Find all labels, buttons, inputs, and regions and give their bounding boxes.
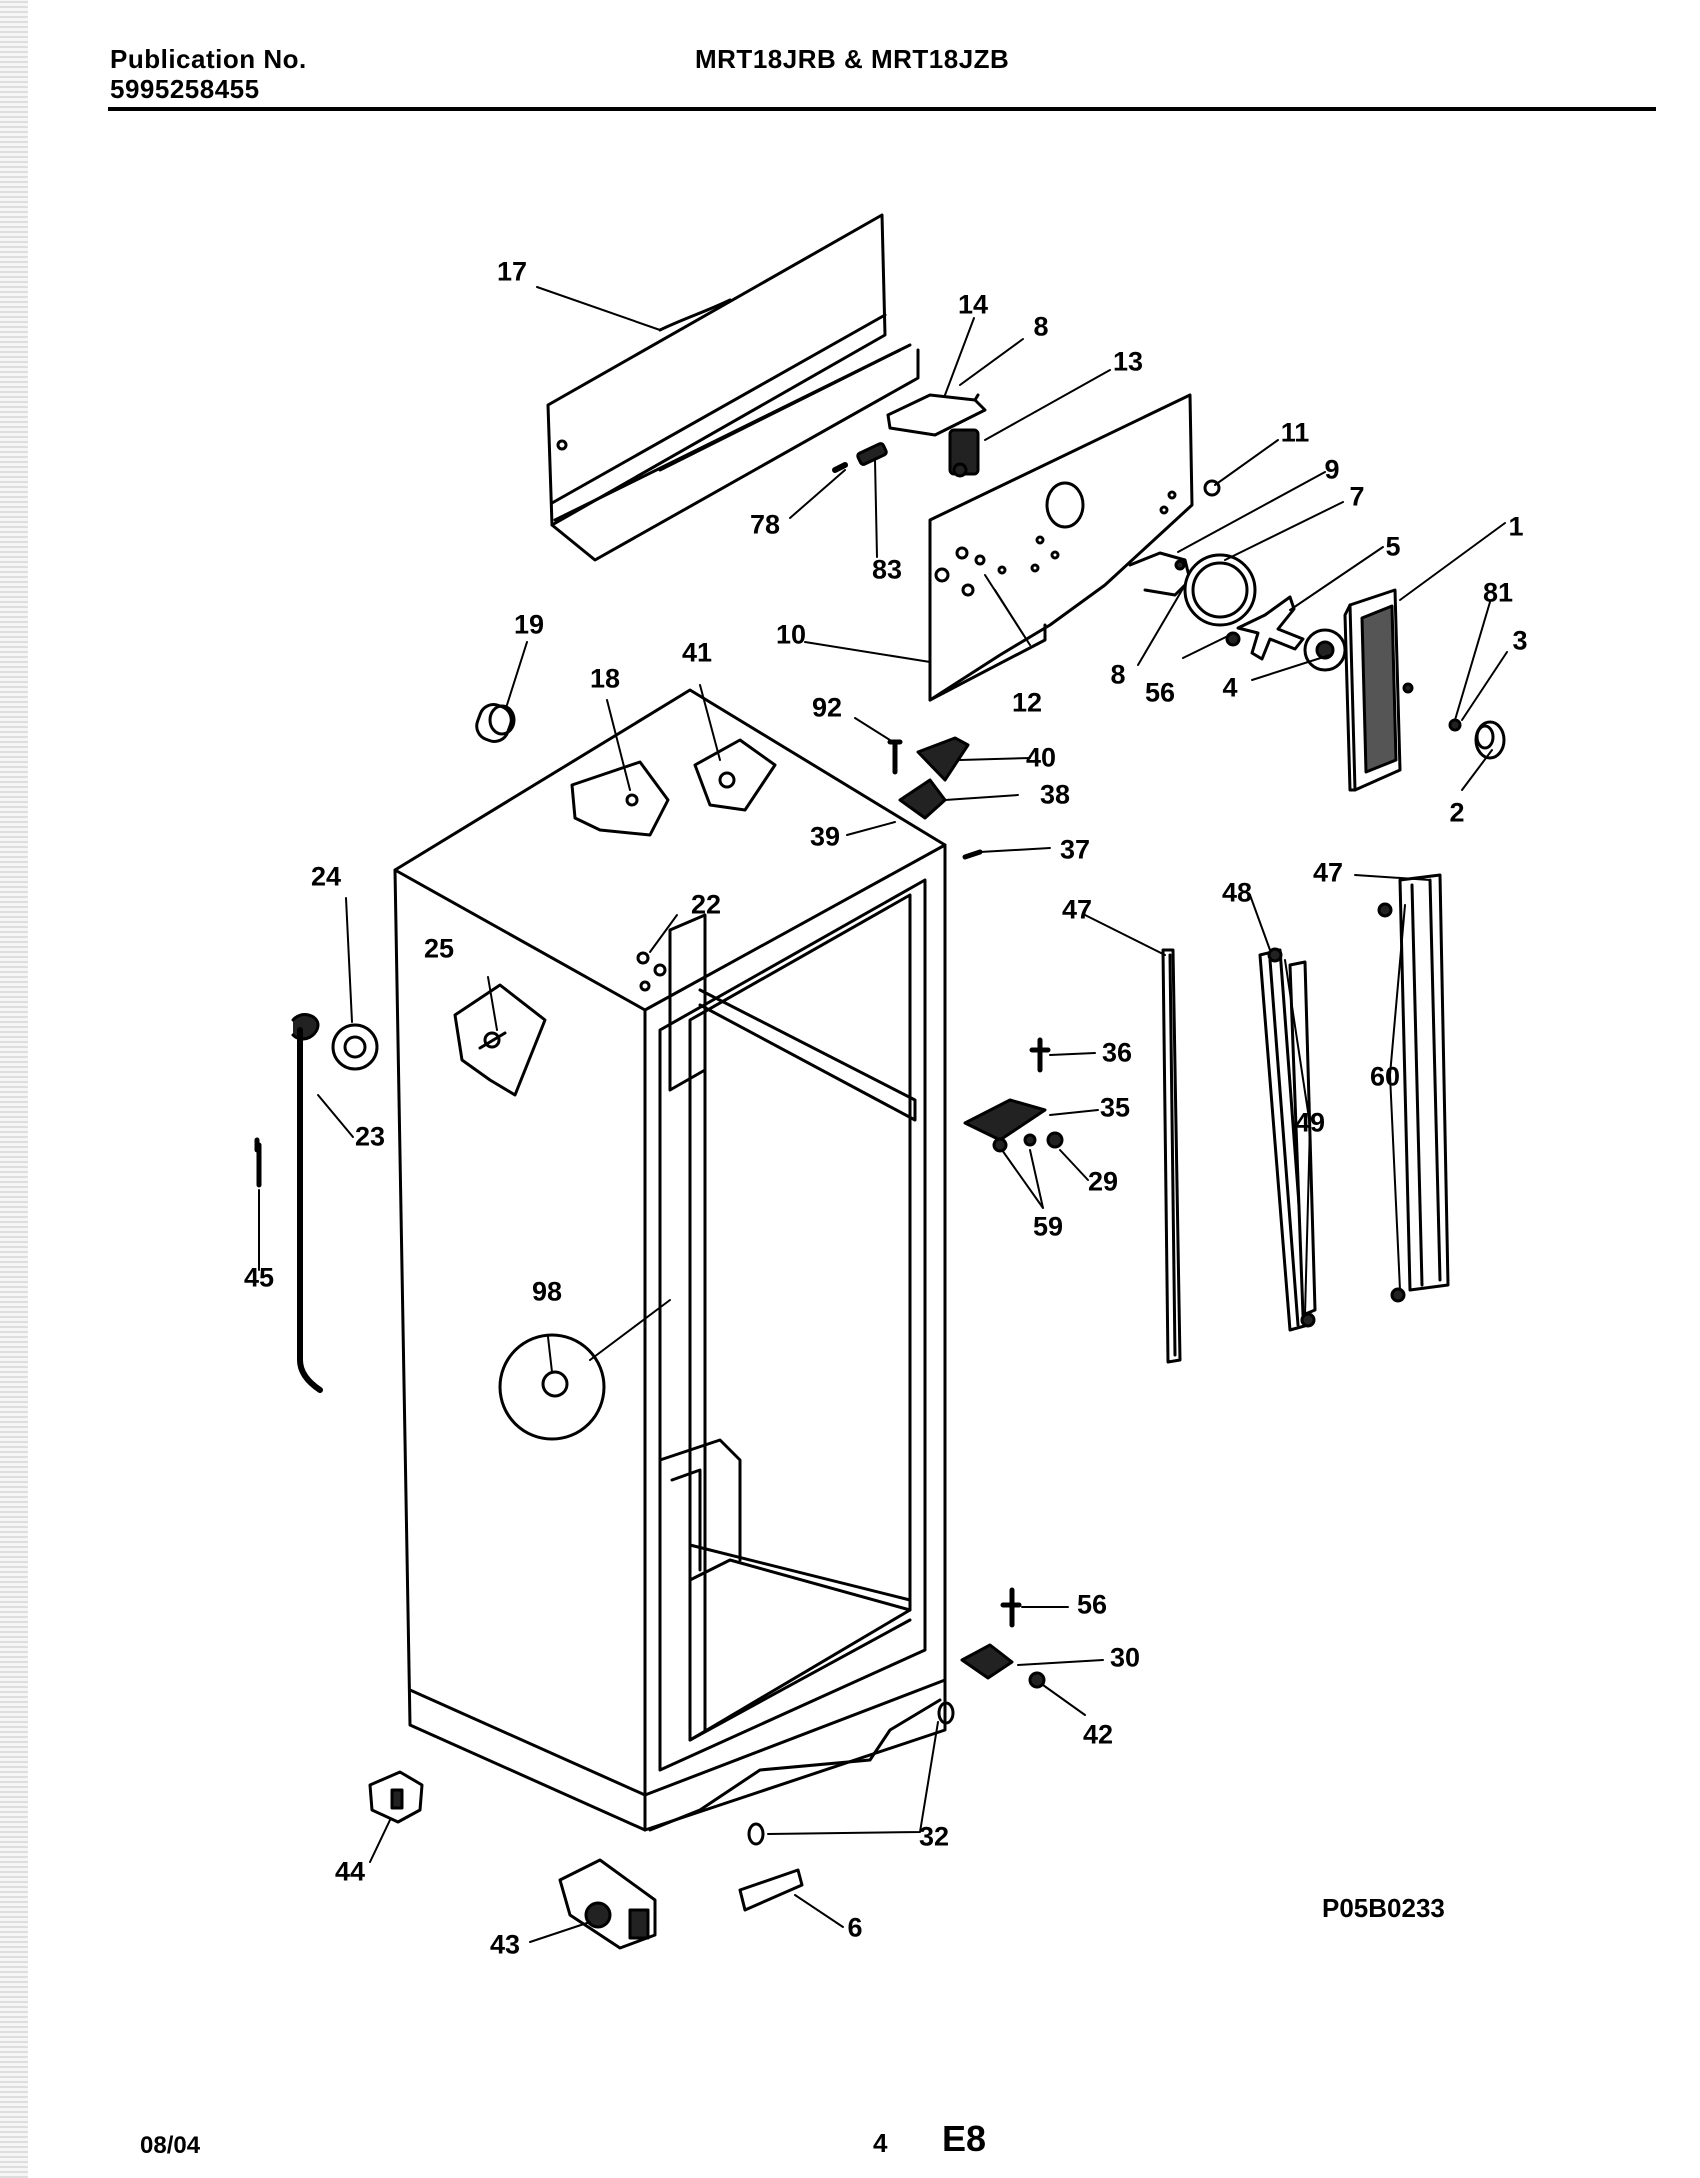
callout-32: 32: [918, 1821, 950, 1852]
top-patch-right: [695, 740, 775, 810]
hinge-30: [962, 1645, 1012, 1678]
hinge-38: [900, 780, 945, 818]
top-screws: [638, 953, 665, 990]
knob-2: [1476, 722, 1504, 758]
callout-22: 22: [690, 889, 722, 920]
spacer-19: [473, 701, 515, 746]
callout-6: 6: [847, 1912, 863, 1943]
toe-grille-6: [740, 1870, 802, 1910]
callout-60: 60: [1369, 1061, 1401, 1092]
callout-48: 48: [1221, 877, 1253, 908]
screw-37: [965, 852, 980, 857]
callout-1: 1: [1508, 511, 1524, 542]
callout-83: 83: [871, 554, 903, 585]
callout-43: 43: [489, 1929, 521, 1960]
screw-42: [1030, 1673, 1044, 1687]
screw-78: [835, 465, 845, 470]
footer-page: 4: [873, 2128, 888, 2158]
callout-38: 38: [1039, 779, 1071, 810]
roller-43: [560, 1860, 655, 1948]
plug-98: [500, 1335, 604, 1439]
callout-23: 23: [354, 1121, 386, 1152]
callout-59: 59: [1032, 1211, 1064, 1242]
leader-lines: [259, 287, 1507, 1942]
callout-41: 41: [681, 637, 713, 668]
callout-9: 9: [1324, 454, 1340, 485]
side-patch: [455, 985, 545, 1095]
footer-date: 08/04: [140, 2132, 201, 2159]
callout-10: 10: [775, 619, 807, 650]
publication-number: 5995258455: [110, 74, 260, 104]
grille-1: [1345, 590, 1400, 790]
callout-37: 37: [1059, 834, 1091, 865]
publication-label: Publication No.: [110, 44, 307, 74]
callout-3: 3: [1512, 625, 1528, 656]
callout-13: 13: [1112, 346, 1144, 377]
callout-49: 49: [1294, 1107, 1326, 1138]
bracket-14: [888, 395, 985, 435]
small-parts: [1176, 481, 1460, 730]
header-rule: [108, 107, 1656, 111]
callout-17: 17: [496, 256, 528, 287]
callout-98: 98: [531, 1276, 563, 1307]
callout-5: 5: [1385, 531, 1401, 562]
hinge-40: [918, 738, 968, 780]
top-cover-17: [548, 215, 918, 560]
thermostat-9: [1130, 553, 1190, 595]
callout-25: 25: [423, 933, 455, 964]
screw-45: [257, 1140, 259, 1185]
hinge-pin-24: [333, 1025, 377, 1069]
callout-14: 14: [957, 289, 989, 320]
diagram-code: P05B0233: [1322, 1893, 1445, 1923]
callout-56-top: 56: [1144, 677, 1176, 708]
callout-81: 81: [1482, 577, 1514, 608]
callout-35: 35: [1099, 1092, 1131, 1123]
callout-4: 4: [1222, 672, 1238, 703]
hinge-pin-36: [1032, 1040, 1048, 1070]
top-patch-left: [572, 762, 668, 835]
plugs-32: [749, 1703, 953, 1844]
callout-8-lower: 8: [1110, 659, 1126, 690]
callout-24: 24: [310, 861, 342, 892]
callout-18: 18: [589, 663, 621, 694]
callout-12: 12: [1011, 687, 1043, 718]
fan-shroud-7: [1185, 555, 1255, 625]
footer-section: E8: [942, 2118, 987, 2159]
control-panel-10: [930, 395, 1192, 700]
trim-60: [1379, 875, 1448, 1301]
callout-92: 92: [811, 692, 843, 723]
trim-48-49: [1260, 949, 1315, 1330]
center-hinge-35: [965, 1100, 1062, 1151]
callout-42: 42: [1082, 1719, 1114, 1750]
callout-47-left: 47: [1061, 894, 1093, 925]
callout-29: 29: [1087, 1166, 1119, 1197]
screw-83: [857, 443, 887, 466]
pin-56-bottom: [1003, 1590, 1019, 1625]
fan-motor-4: [1305, 630, 1345, 670]
callout-56-bottom: 56: [1076, 1589, 1108, 1620]
callout-11: 11: [1280, 417, 1310, 448]
callout-39: 39: [809, 821, 841, 852]
model-title: MRT18JRB & MRT18JZB: [695, 44, 1010, 74]
door-stop-23: [293, 1015, 320, 1390]
callout-19: 19: [513, 609, 545, 640]
switch-13: [950, 430, 978, 476]
callout-47-right: 47: [1312, 857, 1344, 888]
callout-8: 8: [1033, 311, 1049, 342]
callout-44: 44: [334, 1856, 366, 1887]
callout-36: 36: [1101, 1037, 1133, 1068]
cabinet-shell: [395, 690, 945, 1830]
trim-47-left: [1163, 950, 1180, 1362]
callout-78: 78: [749, 509, 781, 540]
callout-2: 2: [1449, 797, 1465, 828]
screw-92: [890, 742, 900, 772]
callout-30: 30: [1109, 1642, 1141, 1673]
callout-45: 45: [243, 1262, 275, 1293]
leveler-44: [370, 1772, 422, 1822]
callout-40: 40: [1025, 742, 1057, 773]
callout-7: 7: [1349, 481, 1365, 512]
scan-edge: [0, 0, 28, 2178]
